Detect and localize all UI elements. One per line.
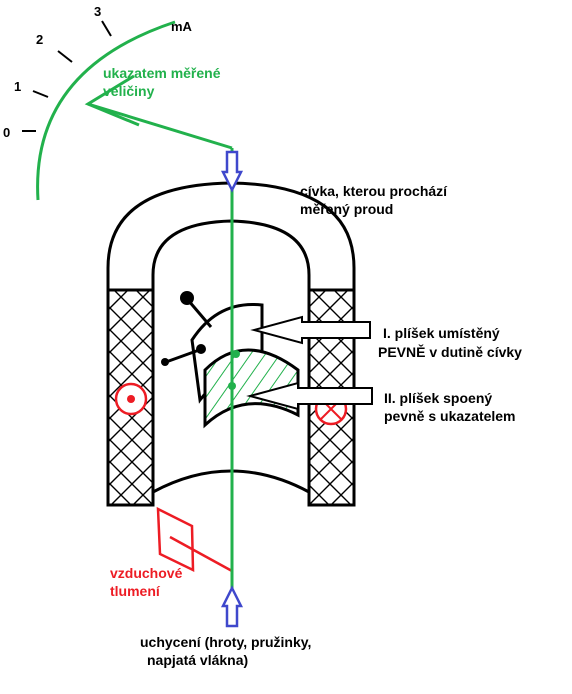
scale-label-2: 2: [36, 32, 43, 47]
plate2-label-line1: II. plíšek spoený: [384, 390, 492, 406]
fixed-plate-mount-ball: [180, 291, 194, 305]
pointer: [84, 74, 233, 150]
scale-unit: mA: [171, 19, 193, 34]
air-damping: [156, 506, 233, 573]
mount-label: uchycení (hroty, pružinky, napjatá vlákn…: [140, 634, 315, 668]
plate1-arrow-icon: [250, 315, 371, 345]
current-in-dot: [127, 395, 135, 403]
pointer-label: ukazatem měřené veličiny: [103, 65, 224, 99]
damping-label-line2: tlumení: [110, 583, 161, 599]
pointer-arrowhead: [84, 74, 140, 127]
damping-label: vzduchové tlumení: [110, 565, 186, 599]
mount-label-line2: napjatá vlákna): [147, 652, 248, 668]
scale-tick-2: [57, 50, 73, 63]
plate1-label: I. plíšek umístěný PEVNĚ v dutině cívky: [378, 325, 522, 360]
moving-plate-hub-upper: [232, 350, 240, 358]
plate1-label-line2: PEVNĚ v dutině cívky: [378, 343, 522, 360]
scale-tick-3: [101, 20, 112, 37]
scale-label-1: 1: [14, 79, 21, 94]
fixed-plate-mount-ball-3: [196, 344, 206, 354]
damping-label-line1: vzduchové: [110, 565, 183, 581]
coil-label: cívka, kterou prochází měřený proud: [300, 183, 451, 217]
coil-label-line1: cívka, kterou prochází: [300, 183, 448, 199]
plate2-label: II. plíšek spoený pevně s ukazatelem: [384, 390, 516, 424]
damping-arm: [169, 535, 233, 573]
fixed-plate-mount-line-2: [165, 347, 203, 364]
pointer-label-line1: ukazatem měřené: [103, 65, 221, 81]
bottom-pivot-icon: [220, 585, 244, 628]
plate1-label-line1: I. plíšek umístěný: [383, 325, 500, 341]
fixed-plate-mount-line: [186, 299, 213, 328]
top-pivot-icon: [220, 150, 244, 193]
damping-vane: [156, 506, 195, 573]
scale: 0 1 2 3 mA: [3, 4, 193, 201]
scale-arc: [36, 20, 176, 201]
pointer-needle: [87, 102, 233, 150]
coil: [106, 181, 356, 507]
plate2-arrow-icon: [246, 381, 373, 411]
scale-label-3: 3: [94, 4, 101, 19]
scale-tick-1: [32, 90, 49, 98]
pointer-label-line2: veličiny: [103, 83, 155, 99]
scale-label-0: 0: [3, 125, 10, 140]
mount-label-line1: uchycení (hroty, pružinky,: [140, 634, 311, 650]
coil-label-line2: měřený proud: [300, 201, 393, 217]
fixed-plate-mount-ball-2: [161, 358, 169, 366]
plate2-label-line2: pevně s ukazatelem: [384, 408, 516, 424]
